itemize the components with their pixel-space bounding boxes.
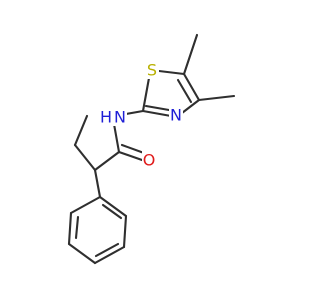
bond-c4-n3 xyxy=(180,98,201,115)
amide-nitrogen-label-bg xyxy=(113,108,127,126)
sulfur-label-bg xyxy=(145,61,159,79)
bond-carbonyl-alpha xyxy=(93,150,121,172)
bond-c2-s1 xyxy=(141,76,151,113)
benzene-bond-1 xyxy=(98,195,128,218)
bond-c5-methyl xyxy=(182,33,199,76)
amide-hydrogen-atom-label: H xyxy=(100,108,112,127)
molecule-diagram: S N N H O xyxy=(67,33,236,265)
amide-nitrogen-atom-label: N xyxy=(114,108,126,127)
oxygen-atom-label: O xyxy=(143,151,156,170)
structure-svg: S N N H O xyxy=(67,33,236,265)
atom-labels: S N N H O xyxy=(99,61,183,170)
benzene-bond-3 xyxy=(93,245,126,265)
amide-hydrogen-label-bg xyxy=(99,108,113,126)
benzene-bond-5 xyxy=(67,211,73,246)
benzene-bond-4 xyxy=(67,242,97,265)
bond-alpha-ch2 xyxy=(73,143,97,172)
bond-n3-c2 xyxy=(141,109,173,118)
oxygen-label-bg xyxy=(142,151,156,169)
bond-c2-nh xyxy=(124,109,145,116)
benzene-bond-6 xyxy=(69,195,102,215)
bond-c5-c4 xyxy=(182,72,201,102)
bond-ch2-ch3 xyxy=(73,114,89,147)
bond-s1-c5 xyxy=(157,69,186,76)
bond-alpha-phenyl xyxy=(93,168,102,199)
bond-n3-c2-double xyxy=(144,104,171,112)
benzene-bond-2 xyxy=(122,214,128,249)
benzene-double-2 xyxy=(94,242,120,258)
benzene-double-3 xyxy=(74,215,80,240)
bond-c4-methyl xyxy=(197,94,236,102)
sulfur-atom-label: S xyxy=(147,61,157,80)
bond-nh-carbonyl xyxy=(112,122,121,154)
bond-carbonyl-o-double xyxy=(120,143,146,155)
ring-nitrogen-label-bg xyxy=(169,106,183,124)
bond-carbonyl-o xyxy=(117,150,144,162)
ring-nitrogen-atom-label: N xyxy=(170,106,182,125)
bond-c5-c4-double xyxy=(176,78,193,104)
bonds xyxy=(67,33,236,265)
benzene-double-1 xyxy=(101,203,123,220)
